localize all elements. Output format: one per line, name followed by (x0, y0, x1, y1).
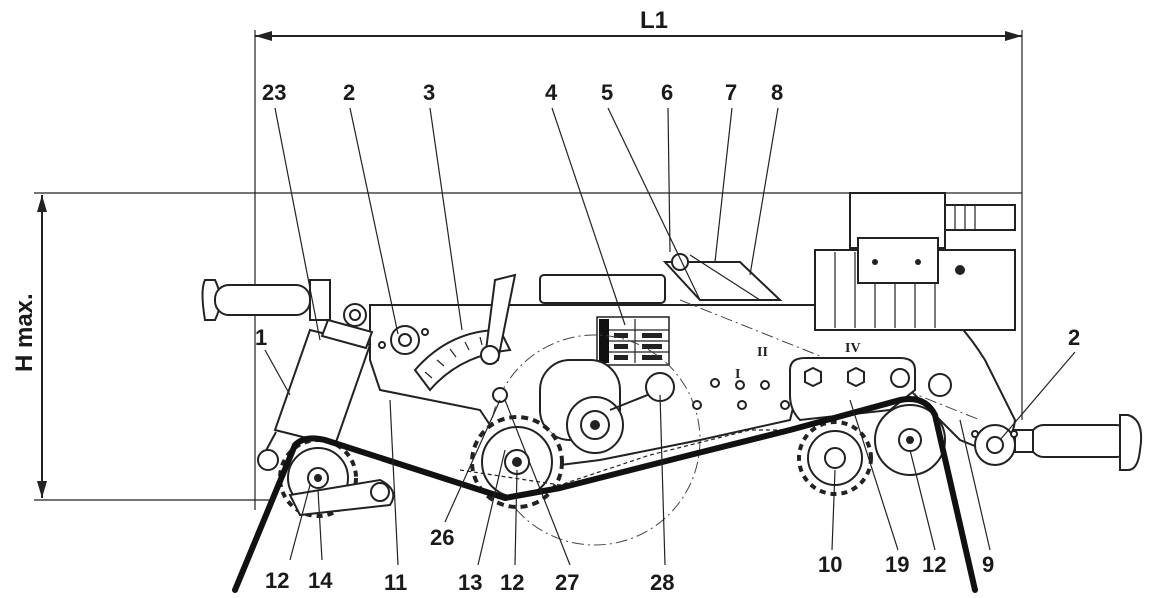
sprocket-middle (470, 415, 564, 509)
callout-12-mid: 12 (500, 570, 524, 595)
callout-3: 3 (423, 80, 435, 105)
callout-28: 28 (650, 570, 674, 595)
callout-6: 6 (661, 80, 673, 105)
drive-wheel-outline (489, 334, 701, 546)
callout-9: 9 (982, 552, 994, 577)
motor (814, 192, 1016, 331)
gear-position-i: I (735, 367, 740, 382)
height-label: H max. (11, 293, 38, 372)
length-dimension: L1 (254, 7, 1023, 510)
callout-7: 7 (725, 80, 737, 105)
callout-12-right: 12 (922, 552, 946, 577)
pressure-lever (480, 273, 517, 403)
callout-13: 13 (458, 570, 482, 595)
callout-26: 26 (430, 525, 454, 550)
lower-link-arm (288, 478, 395, 517)
sprocket-right (797, 420, 873, 496)
leader-lines (264, 107, 1076, 566)
left-handle (201, 279, 331, 321)
right-handle (1014, 414, 1143, 471)
callout-10: 10 (818, 552, 842, 577)
gear-plate: I II IV (692, 341, 952, 422)
callout-8: 8 (771, 80, 783, 105)
callout-2-top: 2 (343, 80, 355, 105)
callout-14: 14 (308, 568, 333, 593)
callout-12-left: 12 (265, 568, 289, 593)
gas-cylinder (257, 303, 374, 471)
callout-11: 11 (384, 570, 407, 595)
parameter-table (596, 316, 670, 366)
gear-position-ii: II (757, 345, 768, 360)
hot-air-blower (539, 253, 783, 304)
drive-chain (459, 429, 800, 486)
callout-2-right: 2 (1068, 325, 1080, 350)
callout-4: 4 (545, 80, 558, 105)
length-label: L1 (640, 7, 668, 34)
callout-27: 27 (555, 570, 579, 595)
callout-23: 23 (262, 80, 286, 105)
drive-wheel-right (874, 404, 946, 476)
gear-position-iv: IV (845, 341, 861, 356)
callout-19: 19 (885, 552, 909, 577)
callout-5: 5 (601, 80, 613, 105)
welding-belt (232, 396, 978, 593)
callout-1: 1 (255, 325, 267, 350)
callout-labels: 23 2 3 4 5 6 7 8 1 2 12 14 11 26 13 12 2… (255, 80, 1080, 595)
drive-roller (539, 359, 675, 454)
